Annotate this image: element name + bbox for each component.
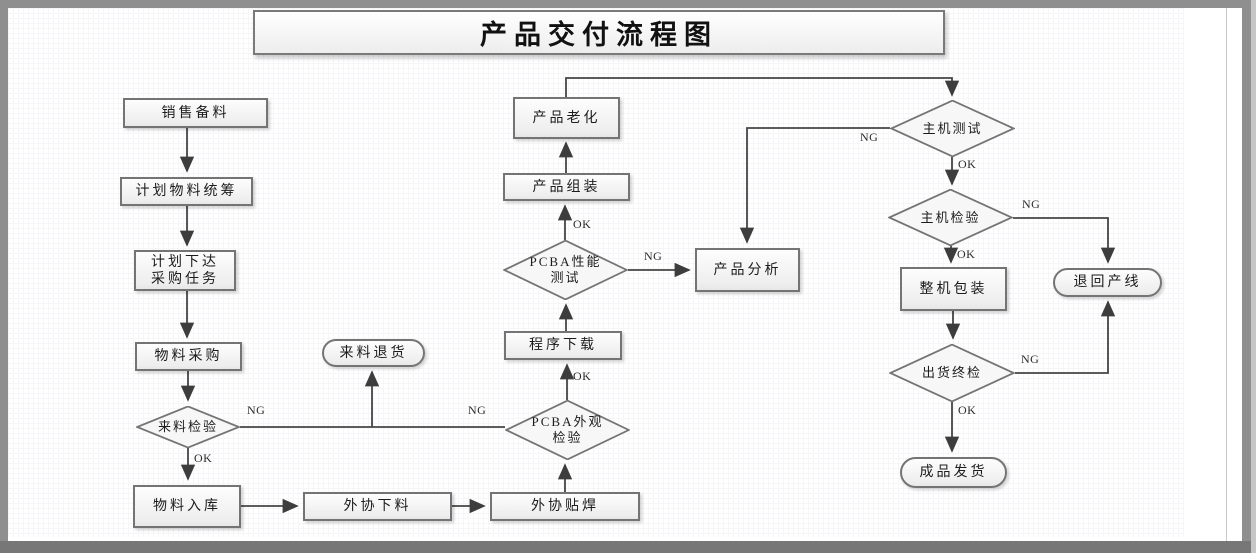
node-product-analysis: 产品分析 (695, 248, 800, 292)
diagram-title: 产品交付流程图 (480, 20, 718, 50)
edge-label-pcba-visual-ok: OK (573, 369, 592, 383)
node-label: 来料退货 (339, 345, 408, 361)
node-label: PCBA外观 检验 (531, 414, 604, 445)
node-incoming-return: 来料退货 (322, 339, 425, 367)
node-label: 主机检验 (920, 209, 981, 225)
node-label: 销售备料 (161, 105, 230, 121)
edge-label-final-inspection-ok: OK (958, 403, 977, 417)
diagram-title-box: 产品交付流程图 (253, 10, 945, 55)
node-incoming-inspection: 来料检验 (136, 406, 240, 448)
edge-label-pcba-performance-ok: OK (573, 217, 592, 231)
edge-label-host-test-ok: OK (958, 157, 977, 171)
diamond-shape (505, 400, 630, 460)
node-outsource-cutting: 外协下料 (303, 492, 452, 521)
node-label: 出货终检 (921, 365, 982, 380)
diamond-shape (889, 344, 1015, 402)
node-material-storage: 物料入库 (133, 485, 241, 528)
edge-label-host-inspection-ng: NG (1022, 197, 1041, 211)
edge-label-incoming-ng: NG (247, 403, 266, 417)
node-material-purchase: 物料采购 (135, 342, 242, 371)
frame-bottom-border (0, 541, 1256, 553)
frame-right-border (1251, 0, 1256, 553)
node-pcba-performance-test: PCBA性能 测试 (503, 240, 628, 300)
node-label: 外协贴焊 (531, 499, 599, 514)
page-edge-line (1226, 8, 1227, 541)
edge-label-incoming-ok: OK (194, 451, 213, 465)
node-host-test: 主机测试 (890, 100, 1015, 157)
node-material-planning: 计划物料统筹 (120, 177, 253, 206)
edge-label-pcba-visual-ng: NG (468, 403, 487, 417)
node-machine-packing: 整机包装 (900, 267, 1007, 311)
node-label: 来料检验 (157, 419, 218, 434)
diamond-shape (136, 406, 240, 448)
edge-label-final-inspection-ng: NG (1021, 352, 1040, 366)
node-label: 物料采购 (154, 349, 223, 364)
node-product-assembly: 产品组装 (503, 173, 630, 201)
diamond-shape (503, 240, 628, 300)
diamond-shape (890, 100, 1015, 157)
node-label: 外协下料 (343, 499, 412, 514)
node-label: 成品发货 (919, 465, 988, 480)
node-return-to-line: 退回产线 (1053, 268, 1162, 297)
node-program-download: 程序下载 (504, 331, 622, 360)
node-label: 整机包装 (919, 281, 988, 297)
node-label: 产品组装 (532, 179, 601, 195)
node-sales-prep: 销售备料 (123, 98, 268, 128)
node-label: 物料入库 (153, 499, 221, 514)
node-label: 产品老化 (532, 110, 601, 126)
diamond-shape (888, 189, 1013, 246)
edge-label-host-inspection-ok: OK (957, 247, 976, 261)
node-label: 计划物料统筹 (135, 184, 238, 199)
node-outsource-soldering: 外协贴焊 (490, 492, 640, 521)
node-host-inspection: 主机检验 (888, 189, 1013, 246)
node-label: PCBA性能 测试 (529, 254, 602, 285)
edge-label-pcba-performance-ng: NG (644, 249, 663, 263)
node-label: 计划下达 采购任务 (151, 254, 219, 287)
node-pcba-visual-inspection: PCBA外观 检验 (505, 400, 630, 460)
node-label: 退回产线 (1073, 275, 1142, 290)
node-product-shipping: 成品发货 (900, 457, 1007, 488)
edge-label-host-test-ng: NG (860, 130, 879, 144)
node-label: 程序下载 (529, 338, 597, 353)
node-label: 产品分析 (713, 262, 782, 278)
node-final-inspection: 出货终检 (889, 344, 1015, 402)
node-label: 主机测试 (922, 120, 983, 136)
node-purchase-task: 计划下达 采购任务 (134, 250, 236, 291)
node-product-aging: 产品老化 (513, 97, 620, 139)
